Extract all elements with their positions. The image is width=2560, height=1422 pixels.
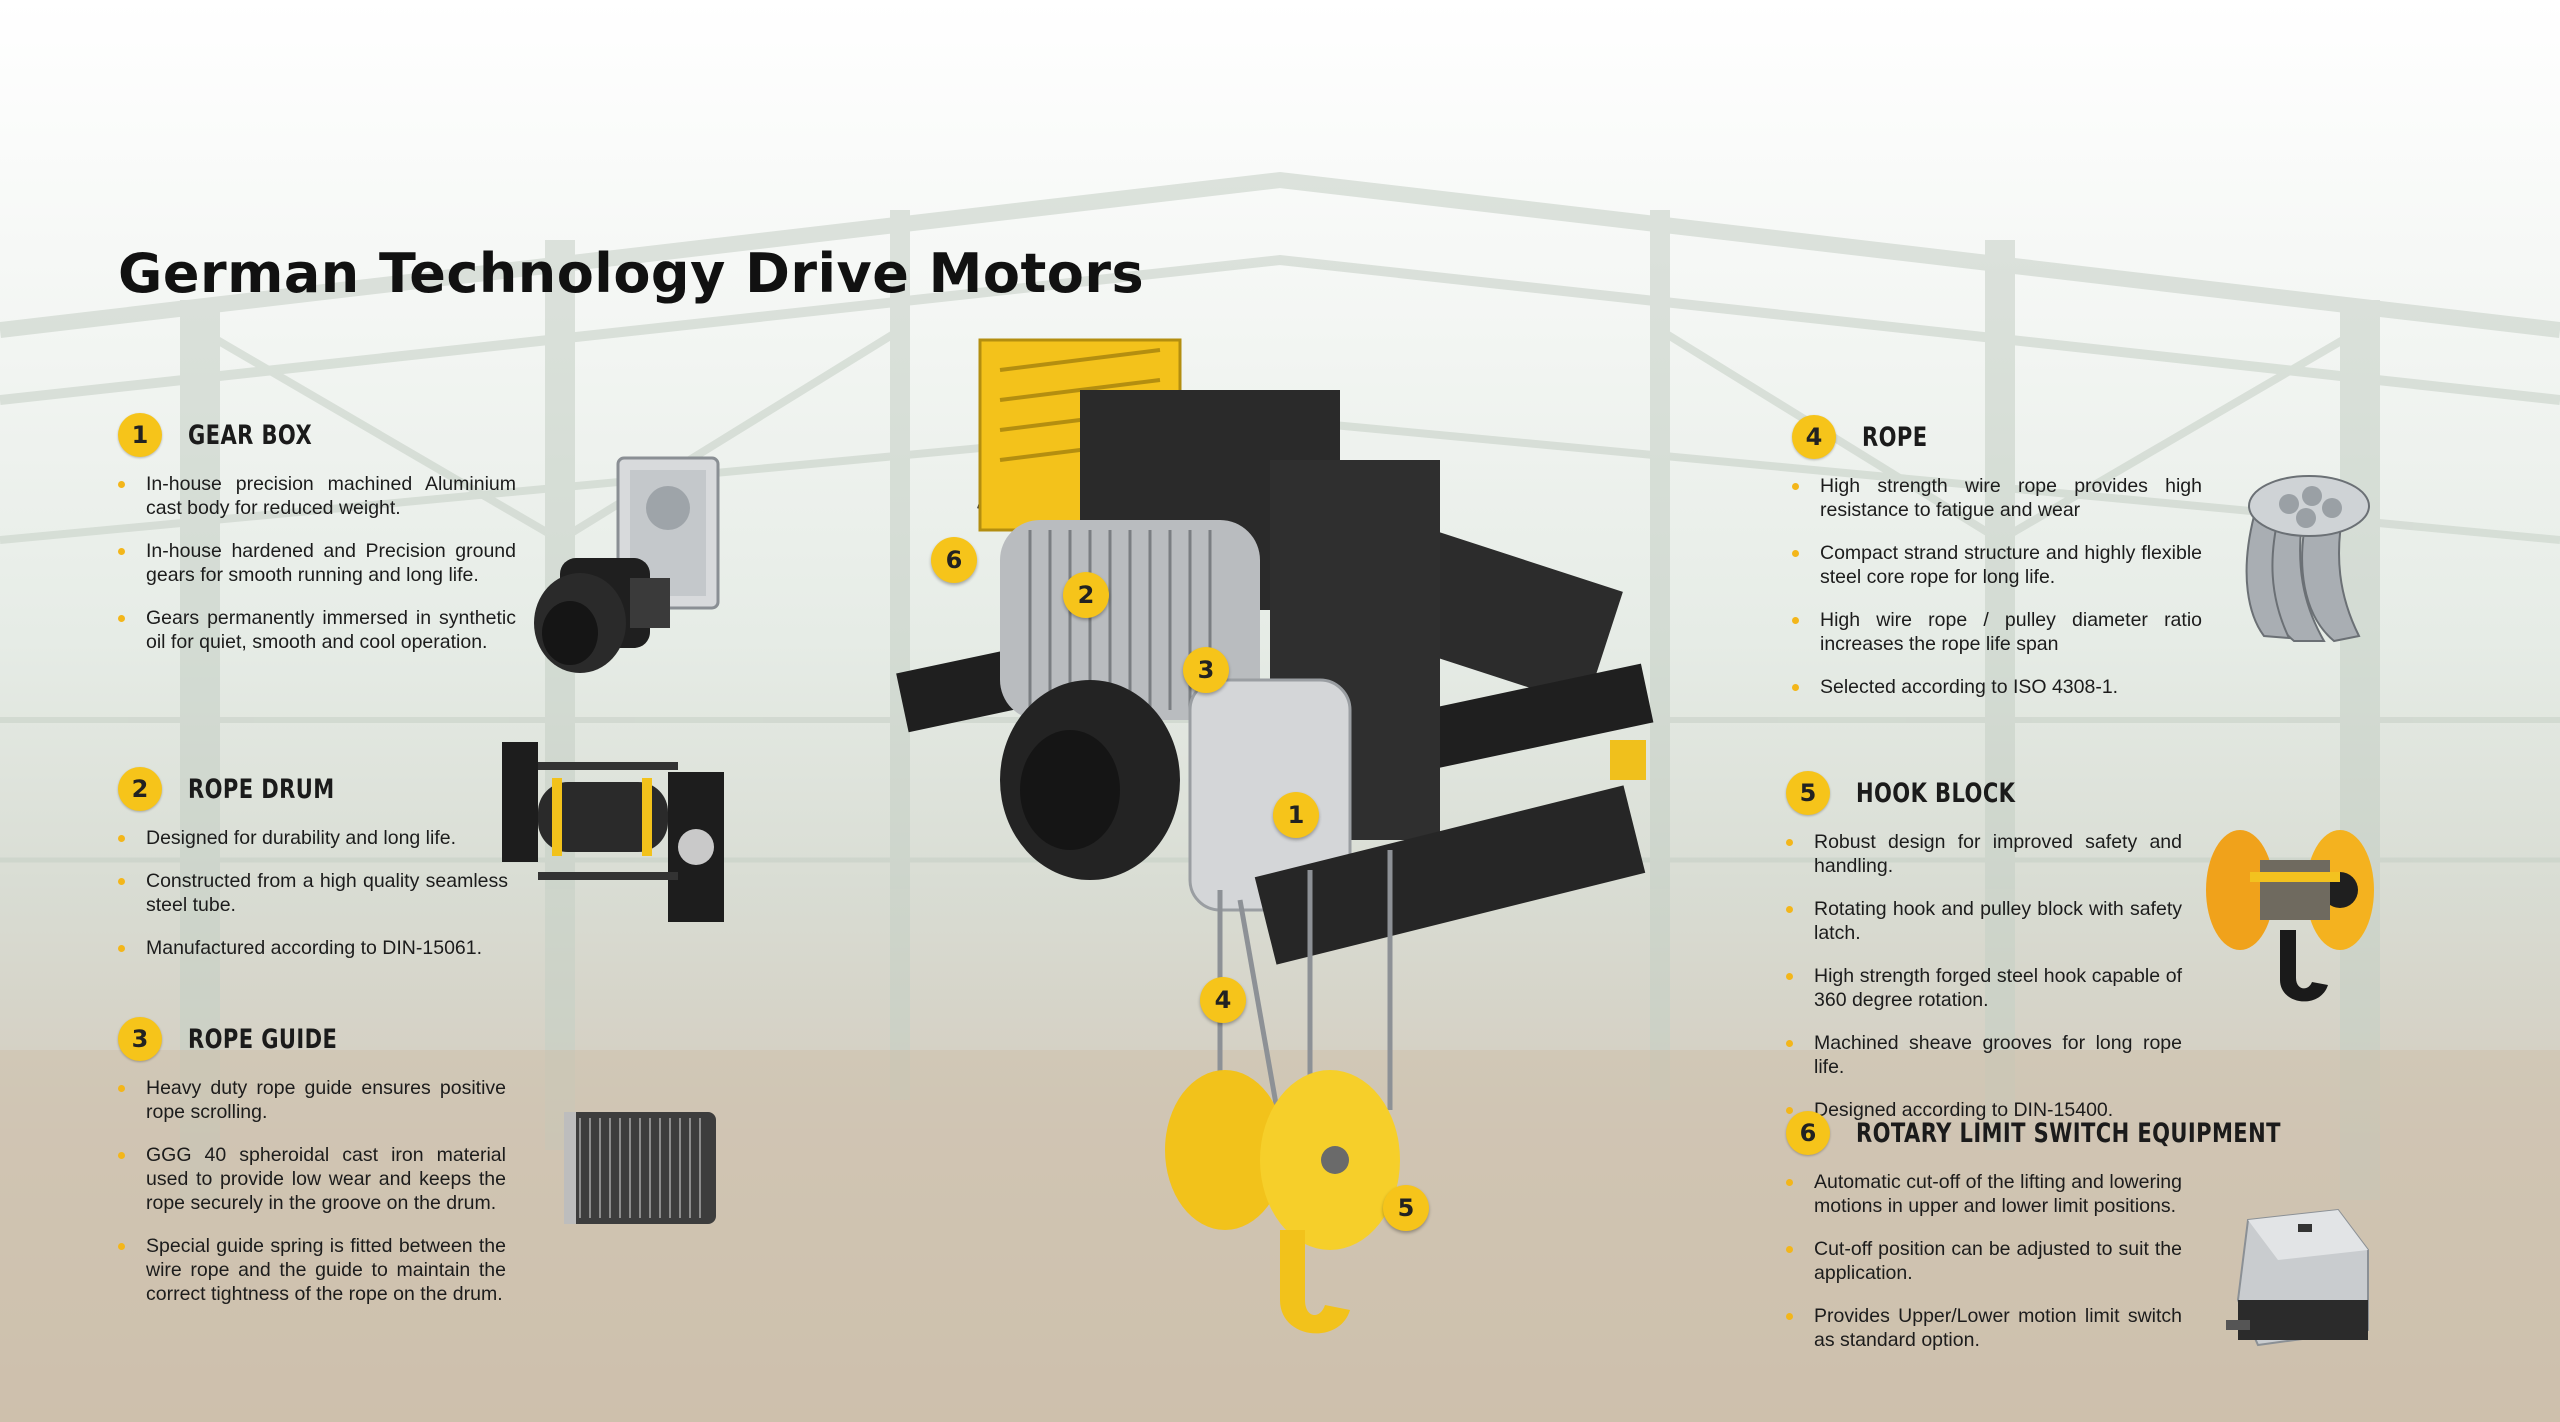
section-rope: 4 ROPE High strength wire rope provides … (1792, 414, 2202, 718)
bullet-list: Robust design for improved safety and ha… (1786, 830, 2182, 1122)
bullet-item: High strength forged steel hook capable … (1786, 964, 2182, 1012)
bullet-item: Rotating hook and pulley block with safe… (1786, 897, 2182, 945)
section-rope-guide: 3 ROPE GUIDE Heavy duty rope guide ensur… (118, 1016, 506, 1325)
bullet-item: Compact strand structure and highly flex… (1792, 541, 2202, 589)
bullet-item: Heavy duty rope guide ensures positive r… (118, 1076, 506, 1124)
bullet-list: High strength wire rope provides high re… (1792, 474, 2202, 699)
bullet-item: Designed for durability and long life. (118, 826, 508, 850)
wire-rope-icon (2245, 475, 2370, 643)
callout-badge-3: 3 (1183, 647, 1229, 693)
callout-badge-5: 5 (1383, 1185, 1429, 1231)
bullet-item: High strength wire rope provides high re… (1792, 474, 2202, 522)
bullet-list: Designed for durability and long life. C… (118, 826, 508, 960)
bullet-item: Automatic cut-off of the lifting and low… (1786, 1170, 2182, 1218)
section-hook-block: 5 HOOK BLOCK Robust design for improved … (1786, 770, 2182, 1141)
bullet-item: Gears permanently immersed in synthetic … (118, 606, 516, 654)
bullet-list: In-house precision machined Aluminium ca… (118, 472, 516, 654)
hoist-machine-icon (896, 338, 1654, 1334)
bullet-item: GGG 40 spheroidal cast iron material use… (118, 1143, 506, 1215)
limit-switch-icon (2226, 1208, 2369, 1347)
section-number-badge: 4 (1792, 415, 1836, 459)
rope-drum-icon (502, 742, 724, 922)
callout-badge-2: 2 (1063, 572, 1109, 618)
gearbox-motor-icon (534, 456, 720, 673)
section-heading: ROPE (1862, 421, 1928, 453)
section-heading: GEAR BOX (188, 419, 313, 451)
page-title: German Technology Drive Motors (118, 242, 1145, 305)
section-gear-box: 1 GEAR BOX In-house precision machined A… (118, 412, 516, 673)
bullet-item: Special guide spring is fitted between t… (118, 1234, 506, 1306)
bullet-item: Robust design for improved safety and ha… (1786, 830, 2182, 878)
section-heading: HOOK BLOCK (1856, 777, 2016, 809)
section-rotary-limit-switch: 6 ROTARY LIMIT SWITCH EQUIPMENT Automati… (1786, 1110, 2280, 1371)
hook-block-icon (2206, 830, 2374, 1002)
bullet-list: Heavy duty rope guide ensures positive r… (118, 1076, 506, 1306)
bullet-item: Designed according to DIN-15400. (1786, 1098, 2182, 1122)
bullet-item: Selected according to ISO 4308-1. (1792, 675, 2202, 699)
callout-badge-1: 1 (1273, 792, 1319, 838)
bullet-item: High wire rope / pulley diameter ratio i… (1792, 608, 2202, 656)
bullet-item: Cut-off position can be adjusted to suit… (1786, 1237, 2182, 1285)
callout-badge-4: 4 (1200, 977, 1246, 1023)
bullet-list: Automatic cut-off of the lifting and low… (1786, 1170, 2182, 1352)
section-heading: ROTARY LIMIT SWITCH EQUIPMENT (1856, 1117, 2281, 1149)
bullet-item: Constructed from a high quality seamless… (118, 869, 508, 917)
section-heading: ROPE GUIDE (188, 1023, 338, 1055)
bullet-item: Machined sheave grooves for long rope li… (1786, 1031, 2182, 1079)
section-rope-drum: 2 ROPE DRUM Designed for durability and … (118, 766, 508, 979)
section-number-badge: 5 (1786, 771, 1830, 815)
bullet-item: Manufactured according to DIN-15061. (118, 936, 508, 960)
callout-badge-6: 6 (931, 537, 977, 583)
section-heading: ROPE DRUM (188, 773, 335, 805)
bullet-item: Provides Upper/Lower motion limit switch… (1786, 1304, 2182, 1352)
bullet-item: In-house hardened and Precision ground g… (118, 539, 516, 587)
rope-guide-icon (564, 1112, 716, 1224)
section-number-badge: 6 (1786, 1111, 1830, 1155)
section-number-badge: 3 (118, 1017, 162, 1061)
section-number-badge: 1 (118, 413, 162, 457)
section-number-badge: 2 (118, 767, 162, 811)
bullet-item: In-house precision machined Aluminium ca… (118, 472, 516, 520)
